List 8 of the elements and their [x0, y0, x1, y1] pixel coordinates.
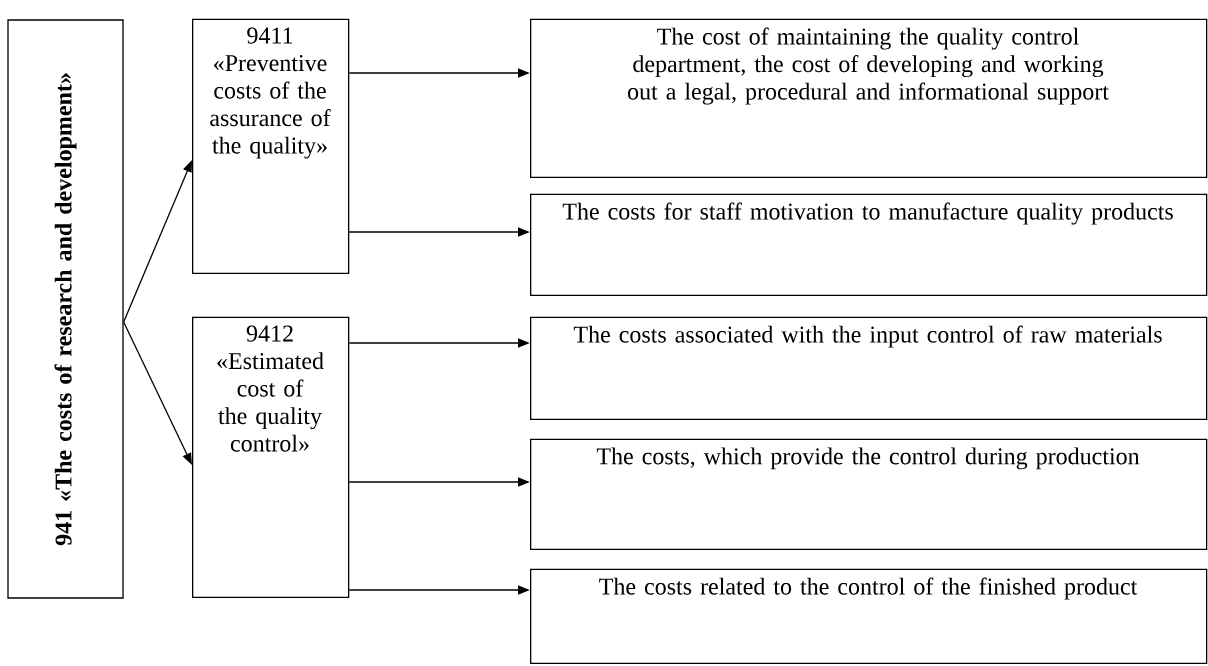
- category-box: 9412 «Estimated cost of the quality control»: [192, 316, 350, 598]
- cost-box: The costs associated with the input control of raw materials: [530, 316, 1208, 420]
- cost-box: The costs for staff motivation to manufacture quality products: [530, 193, 1208, 296]
- category-box: 9411 «Preventive costs of the assurance of the quality»: [192, 18, 350, 274]
- cost-box: The cost of maintaining the quality control department, the cost of developing and working out a legal, procedural and informational support: [530, 18, 1208, 178]
- cost-box: The costs related to the control of the finished product: [530, 568, 1208, 664]
- cost-box: The costs, which provide the control during production: [530, 438, 1208, 550]
- account-box: 941 «The costs of research and development»: [7, 19, 124, 599]
